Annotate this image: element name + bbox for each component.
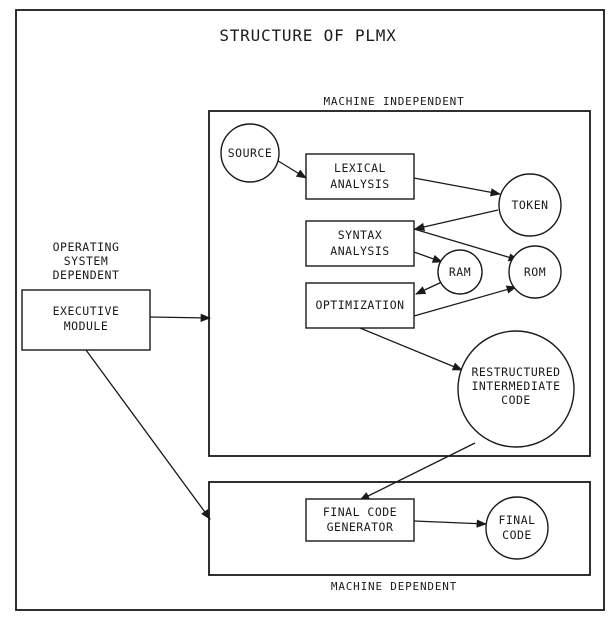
executive-module-line-1: EXECUTIVE (53, 304, 120, 318)
edges (85, 158, 519, 528)
edge-syntax-ram (413, 251, 443, 263)
node-restructured-intermediate-code: RESTRUCTURED INTERMEDIATE CODE (457, 330, 575, 448)
edge-optimization-rom (413, 285, 518, 317)
syntax-analysis-line-1: SYNTAX (338, 228, 383, 242)
edge-executive-dependent (85, 349, 211, 520)
node-final-code: FINAL CODE (485, 496, 549, 560)
node-syntax-analysis: SYNTAX ANALYSIS (305, 220, 415, 267)
restructured-line-2: INTERMEDIATE (471, 379, 560, 393)
lexical-analysis-box (305, 153, 415, 200)
final-code-generator-line-2: GENERATOR (327, 520, 394, 534)
final-code-line-2: CODE (502, 528, 532, 542)
os-dependent-line-3: DEPENDENT (53, 268, 120, 282)
ram-circle (437, 249, 483, 295)
node-optimization: OPTIMIZATION (305, 282, 415, 329)
edge-lexical-token (413, 177, 502, 197)
restructured-circle (457, 330, 575, 448)
final-code-line-1: FINAL (498, 513, 535, 527)
restructured-line-1: RESTRUCTURED (471, 365, 560, 379)
final-code-circle (485, 496, 549, 560)
edge-executive-independent (149, 313, 212, 323)
optimization-box (305, 282, 415, 329)
node-lexical-analysis: LEXICAL ANALYSIS (305, 153, 415, 200)
syntax-analysis-line-2: ANALYSIS (330, 244, 389, 258)
node-token: TOKEN (498, 173, 562, 237)
rom-circle (508, 245, 562, 299)
final-code-generator-box (305, 498, 415, 542)
machine-independent-region (208, 110, 591, 457)
edge-optimization-restructured (359, 327, 463, 371)
source-circle (220, 123, 280, 183)
os-dependent-line-1: OPERATING (53, 240, 120, 254)
syntax-analysis-box (305, 220, 415, 267)
machine-dependent-label: MACHINE DEPENDENT (331, 580, 457, 593)
edge-syntax-rom (413, 228, 519, 262)
diagram-title: STRUCTURE OF PLMX (219, 26, 396, 45)
edge-finalgen-finalcode (413, 519, 488, 528)
source-label: SOURCE (228, 146, 273, 160)
node-ram: RAM (437, 249, 483, 295)
lexical-analysis-line-1: LEXICAL (334, 161, 386, 175)
ram-label: RAM (449, 265, 471, 279)
node-final-code-generator: FINAL CODE GENERATOR (305, 498, 415, 542)
rom-label: ROM (524, 265, 546, 279)
executive-module-box (21, 289, 151, 351)
executive-module-line-2: MODULE (64, 319, 109, 333)
token-circle (498, 173, 562, 237)
restructured-line-3: CODE (501, 393, 531, 407)
optimization-label: OPTIMIZATION (315, 298, 404, 312)
edge-restructured-finalgen (359, 442, 476, 501)
node-rom: ROM (508, 245, 562, 299)
machine-independent-label: MACHINE INDEPENDENT (323, 95, 464, 108)
outer-frame (15, 9, 605, 611)
final-code-generator-line-1: FINAL CODE (323, 505, 397, 519)
edge-token-syntax (413, 209, 499, 231)
os-dependent-line-2: SYSTEM (64, 254, 109, 268)
token-label: TOKEN (511, 198, 548, 212)
edge-ram-optimization (415, 280, 445, 295)
node-source: SOURCE (220, 123, 280, 183)
node-executive-module: EXECUTIVE MODULE (21, 289, 151, 351)
lexical-analysis-line-2: ANALYSIS (330, 177, 389, 191)
edge-source-lexical (274, 158, 307, 179)
machine-dependent-region (208, 481, 591, 576)
os-dependent-label: OPERATING SYSTEM DEPENDENT (53, 240, 120, 282)
